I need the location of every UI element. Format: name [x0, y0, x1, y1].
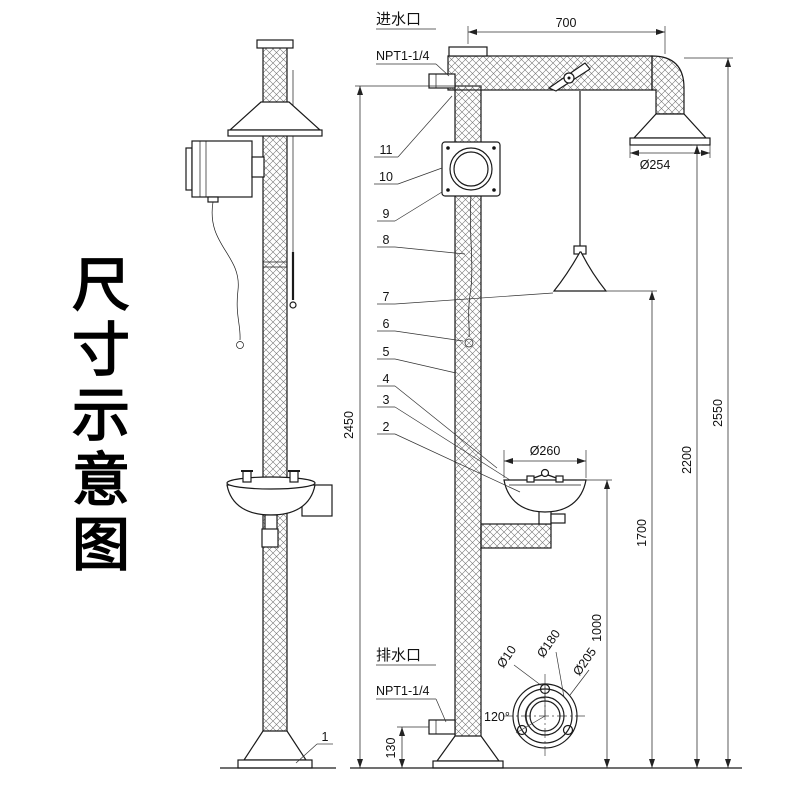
part-number-8: 8 [383, 233, 390, 247]
drain-label: 排水口 [376, 647, 421, 664]
front-pole-cap [448, 46, 488, 57]
part-callout-1: 1 [295, 730, 333, 764]
front-base [432, 735, 504, 769]
dim-total-height: 2550 [711, 399, 725, 427]
front-cable-hook [464, 338, 474, 348]
activation-lever [547, 62, 591, 92]
dim-shower-diameter: Ø254 [640, 158, 671, 172]
dim-bolt-angle: 120° [484, 710, 510, 724]
dim-flange-diameter: Ø205 [570, 645, 599, 678]
dim-arm-length: 700 [556, 16, 577, 30]
side-valve-box [185, 140, 265, 203]
side-eyewash-bowl [226, 470, 333, 548]
side-pole-cap [256, 39, 294, 49]
front-shower-head [629, 113, 711, 146]
drain-thread-label: NPT1-1/4 [376, 684, 430, 698]
part-number-1: 1 [322, 730, 329, 744]
part-callouts: 11 10 9 8 7 6 5 4 3 2 [374, 95, 554, 493]
bowl-supply-pipe [480, 523, 552, 549]
dim-handle-height: 1700 [635, 519, 649, 547]
dim-bowl-diameter: Ø260 [530, 444, 561, 458]
part-number-4: 4 [383, 372, 390, 386]
part-number-3: 3 [383, 393, 390, 407]
part-number-6: 6 [383, 317, 390, 331]
base-flange-detail: 120° Ø10 Ø180 Ø205 [484, 627, 599, 758]
dim-drain-height: 130 [384, 738, 398, 759]
port-labels: 进水口 NPT1-1/4 排水口 NPT1-1/4 [376, 11, 450, 723]
side-pole [262, 45, 288, 739]
dim-bowl-height: 1000 [590, 614, 604, 642]
front-valve-box [441, 141, 501, 197]
bolt-hole [516, 724, 528, 736]
part-number-7: 7 [383, 290, 390, 304]
front-pull-cable [468, 195, 473, 338]
page-title: 尺寸示意图 [63, 254, 128, 579]
front-eyewash-bowl [503, 468, 587, 525]
dim-shower-height: 2200 [680, 446, 694, 474]
dim-bolt-circle-diameter: Ø180 [534, 627, 563, 660]
dim-left-height: 2450 [342, 411, 356, 439]
side-shower-head [227, 101, 323, 137]
side-base [237, 730, 313, 769]
part-number-2: 2 [383, 420, 390, 434]
inlet-thread-label: NPT1-1/4 [376, 49, 430, 63]
arm-elbow [651, 55, 685, 115]
triangle-pull-handle [552, 245, 608, 292]
front-view [350, 46, 742, 769]
drain-stub [428, 719, 456, 735]
top-arm [447, 55, 653, 91]
part-number-10: 10 [379, 170, 393, 184]
bolt-hole [562, 724, 574, 736]
part-number-5: 5 [383, 345, 390, 359]
part-number-11: 11 [380, 143, 393, 157]
side-pull-cable [211, 201, 241, 341]
dimensions: 700 Ø254 2450 Ø260 1000 1700 [342, 16, 733, 768]
side-cable-hook [236, 341, 244, 349]
inlet-label: 进水口 [376, 11, 421, 28]
side-view: 1 [185, 39, 336, 769]
part-number-9: 9 [383, 207, 390, 221]
